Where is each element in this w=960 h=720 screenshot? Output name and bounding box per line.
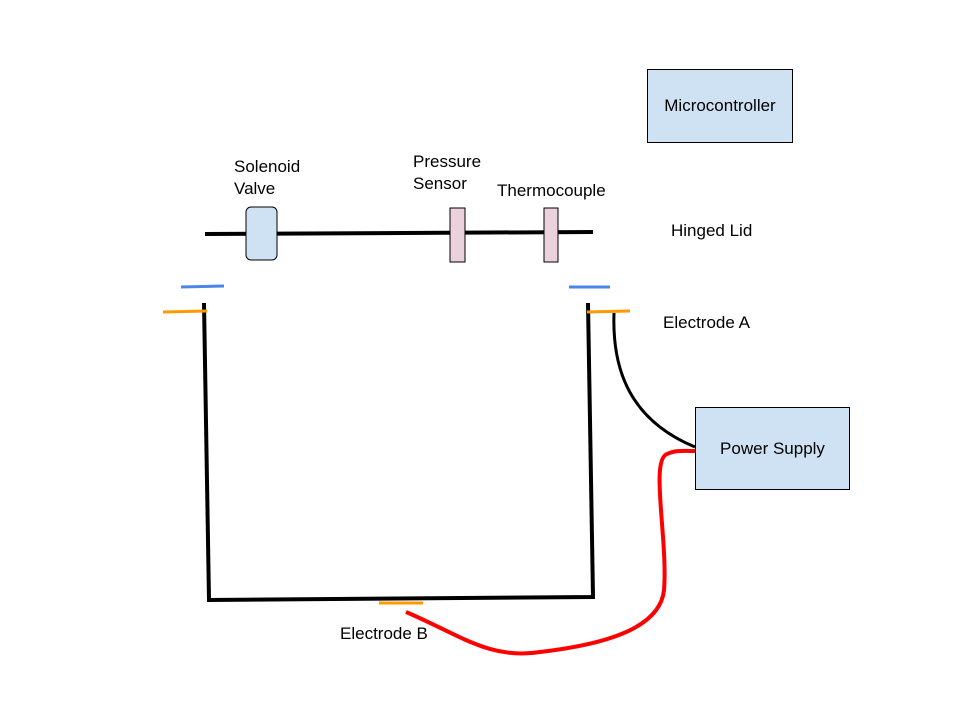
hinged-lid-label: Hinged Lid [671,221,753,240]
solenoid-valve-label-line1: Solenoid [234,157,301,176]
solenoid-valve-shape [245,206,278,261]
electrode-b-label: Electrode B [340,624,428,643]
negative-wire [612,312,696,449]
microcontroller-box: Microcontroller [647,69,793,143]
pressure-sensor-label-line2: Sensor [413,174,467,193]
vessel-walls [202,302,596,603]
microcontroller-label: Microcontroller [664,96,776,115]
power-supply-label: Power Supply [720,438,825,458]
positive-wire [405,448,696,656]
solenoid-valve-label-line2: Valve [234,179,276,198]
lid-seal-left [180,284,225,289]
power-supply-box: Power Supply [695,407,850,490]
electrode-a-label: Electrode A [663,313,750,332]
pressure-sensor-label-line1: Pressure [413,152,482,171]
thermocouple-label: Thermocouple [497,181,606,200]
electrode-a [586,309,631,314]
pressure-sensor-shape [449,207,466,263]
electrode-left [162,309,208,314]
thermocouple-shape [543,207,559,263]
